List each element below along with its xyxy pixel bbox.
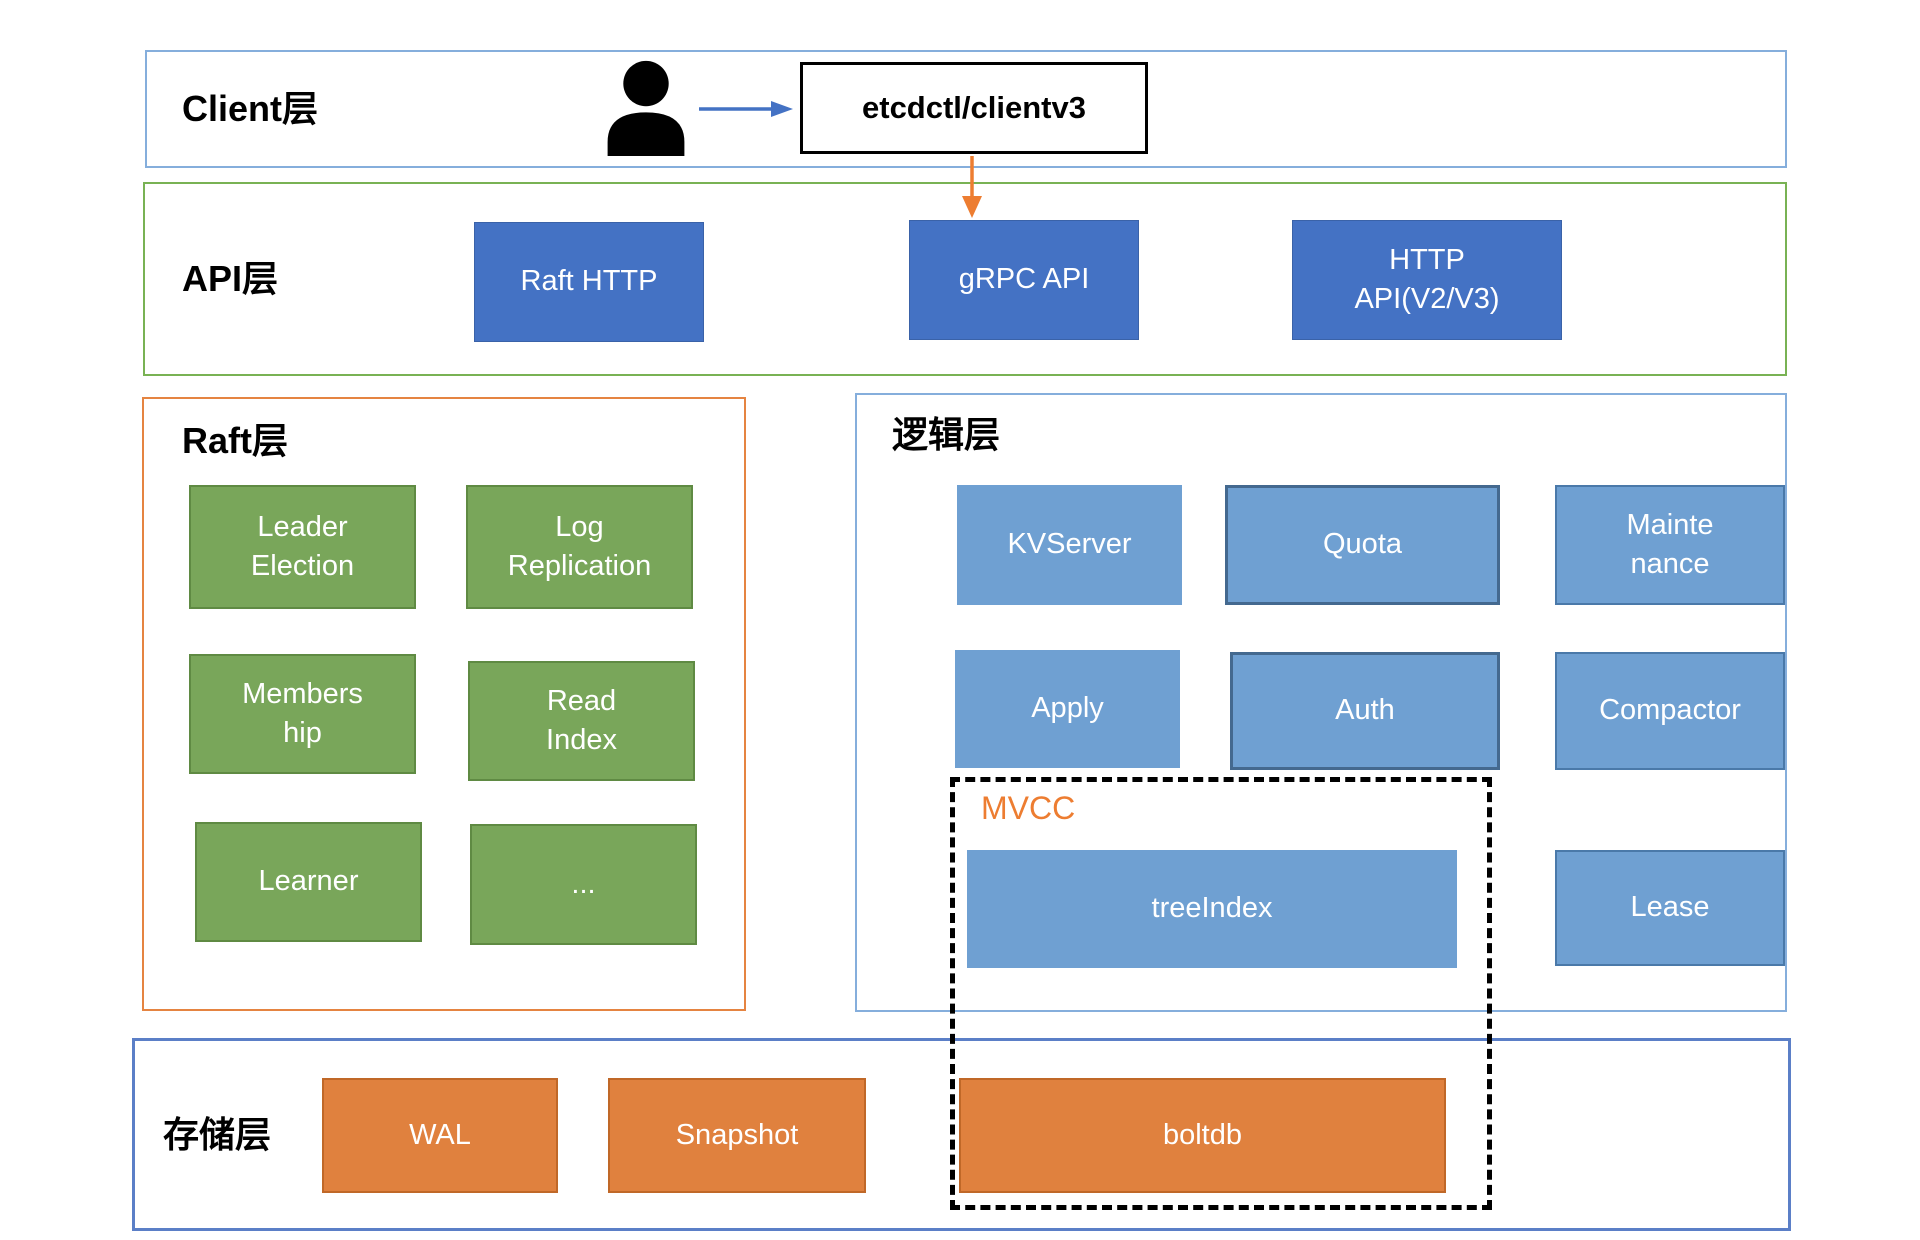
- storage-layer-label: 存储层: [163, 1113, 272, 1155]
- storage-layer-frame: 存储层 WAL Snapshot boltdb: [132, 1038, 1791, 1231]
- client-to-etcdctl-arrow-icon: [699, 101, 793, 117]
- leader-election-box: Leader Election: [189, 485, 416, 609]
- compactor-box: Compactor: [1555, 652, 1785, 770]
- maintenance-box: Mainte nance: [1555, 485, 1785, 605]
- apply-box: Apply: [955, 650, 1180, 768]
- raft-layer-label: Raft层: [182, 420, 288, 461]
- mvcc-label: MVCC: [981, 790, 1076, 826]
- raft-layer-frame: Raft层 Leader Election Log Replication Me…: [142, 397, 746, 1011]
- client-layer-label: Client层: [182, 88, 319, 130]
- wal-box: WAL: [322, 1078, 558, 1193]
- snapshot-box: Snapshot: [608, 1078, 866, 1193]
- treeindex-box: treeIndex: [967, 850, 1457, 968]
- raft-http-box: Raft HTTP: [474, 222, 704, 342]
- boltdb-box: boltdb: [959, 1078, 1446, 1193]
- client-layer-frame: Client层 etcdctl/clientv3: [145, 50, 1787, 168]
- etcdctl-to-grpc-arrow-icon: [962, 156, 982, 218]
- lease-box: Lease: [1555, 850, 1785, 966]
- log-replication-box: Log Replication: [466, 485, 693, 609]
- person-icon: [607, 60, 685, 156]
- api-layer-frame: API层 Raft HTTP gRPC API HTTP API(V2/V3): [143, 182, 1787, 376]
- grpc-api-box: gRPC API: [909, 220, 1139, 340]
- api-layer-label: API层: [182, 258, 279, 300]
- raft-more-box: ...: [470, 824, 697, 945]
- etcdctl-clientv3-box: etcdctl/clientv3: [800, 62, 1148, 154]
- quota-box: Quota: [1225, 485, 1500, 605]
- kvserver-box: KVServer: [957, 485, 1182, 605]
- http-api-v2-v3-box: HTTP API(V2/V3): [1292, 220, 1562, 340]
- learner-box: Learner: [195, 822, 422, 942]
- logic-layer-label: 逻辑层: [892, 414, 1001, 455]
- mvcc-dashed-box: MVCC: [950, 777, 1492, 1210]
- auth-box: Auth: [1230, 652, 1500, 770]
- logic-layer-frame: 逻辑层 KVServer Quota Mainte nance Apply Au…: [855, 393, 1787, 1012]
- read-index-box: Read Index: [468, 661, 695, 781]
- membership-box: Members hip: [189, 654, 416, 774]
